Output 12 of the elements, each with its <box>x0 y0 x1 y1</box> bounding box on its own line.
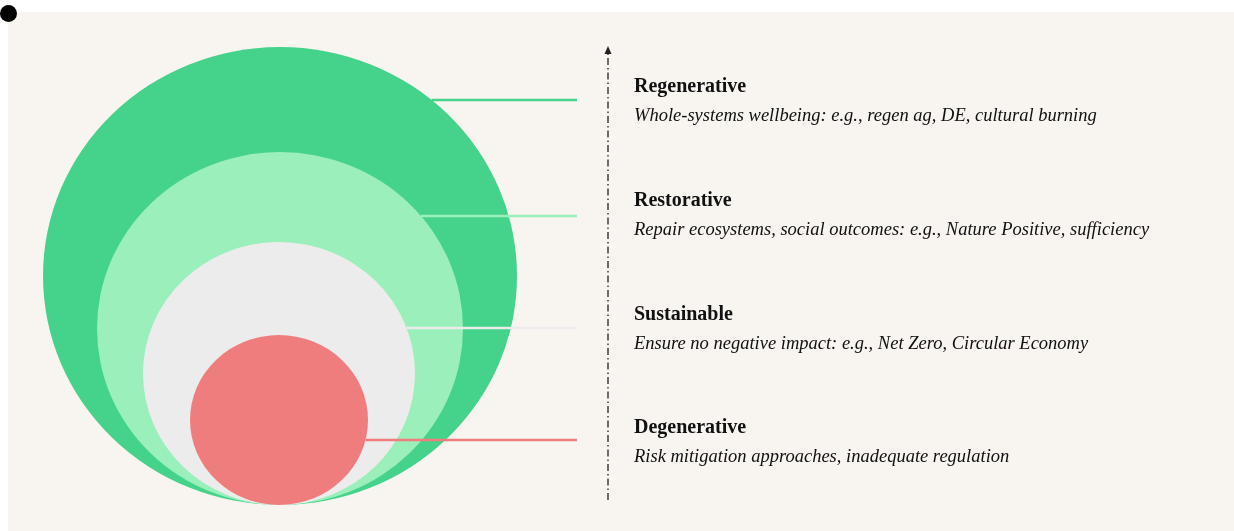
level-description: Ensure no negative impact: e.g., Net Zero, Circular Economy <box>634 333 1089 355</box>
leader-line <box>421 214 577 218</box>
leader-line <box>406 326 577 330</box>
level-heading: Restorative <box>634 188 733 211</box>
leader-line <box>365 438 577 442</box>
level-heading: Sustainable <box>634 302 734 325</box>
level-heading: Regenerative <box>634 74 748 97</box>
level-heading: Degenerative <box>634 415 748 438</box>
leader-line <box>431 98 577 102</box>
level-description: Whole-systems wellbeing: e.g., regen ag, DE, cultural burning <box>634 105 1097 127</box>
level-description: Risk mitigation approaches, inadequate regulation <box>634 446 1010 468</box>
level-description: Repair ecosystems, social outcomes: e.g., Nature Positive, sufficiency <box>634 219 1150 241</box>
